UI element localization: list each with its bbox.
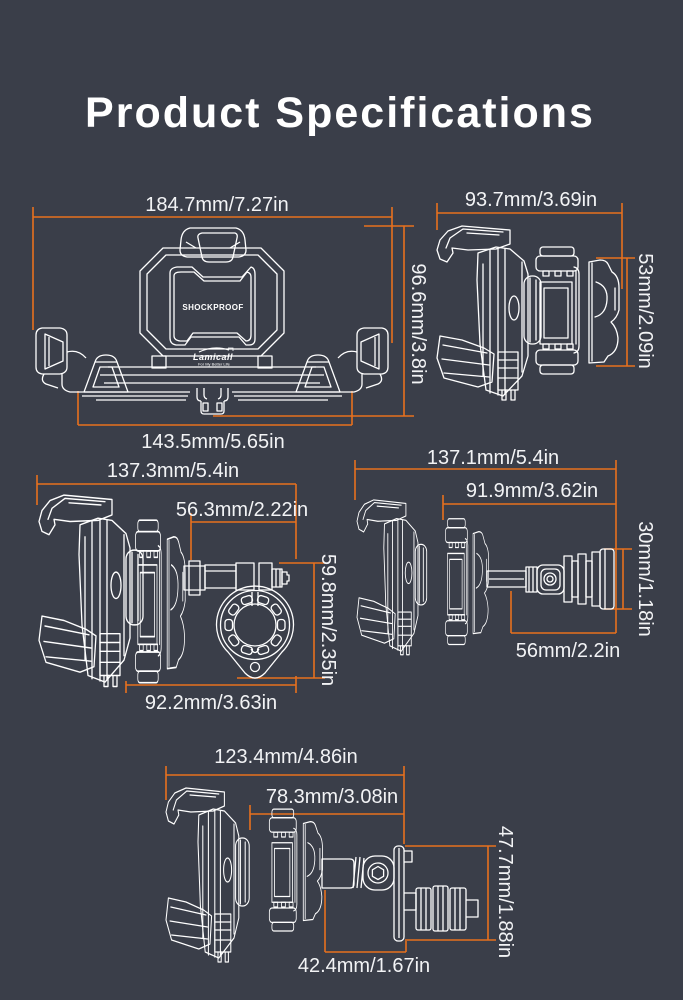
svg-text:92.2mm/3.63in: 92.2mm/3.63in: [145, 692, 277, 714]
svg-text:91.9mm/3.62in: 91.9mm/3.62in: [466, 480, 598, 502]
svg-text:78.3mm/3.08in: 78.3mm/3.08in: [266, 786, 398, 808]
svg-text:56mm/2.2in: 56mm/2.2in: [516, 640, 621, 662]
svg-text:Product Specifications: Product Specifications: [85, 89, 595, 137]
svg-text:30mm/1.18in: 30mm/1.18in: [634, 521, 656, 637]
svg-text:Lamicall: Lamicall: [193, 352, 233, 362]
svg-text:137.3mm/5.4in: 137.3mm/5.4in: [107, 460, 239, 482]
svg-text:SHOCKPROOF: SHOCKPROOF: [182, 303, 243, 312]
svg-text:96.6mm/3.8in: 96.6mm/3.8in: [407, 263, 429, 384]
svg-text:53mm/2.09in: 53mm/2.09in: [634, 253, 656, 369]
svg-text:143.5mm/5.65in: 143.5mm/5.65in: [141, 431, 284, 453]
svg-text:184.7mm/7.27in: 184.7mm/7.27in: [145, 194, 288, 216]
svg-text:59.8mm/2.35in: 59.8mm/2.35in: [317, 554, 339, 686]
svg-text:42.4mm/1.67in: 42.4mm/1.67in: [298, 955, 430, 977]
svg-text:137.1mm/5.4in: 137.1mm/5.4in: [427, 447, 559, 469]
svg-text:For My Better Life: For My Better Life: [198, 362, 231, 367]
svg-text:123.4mm/4.86in: 123.4mm/4.86in: [214, 746, 357, 768]
svg-text:93.7mm/3.69in: 93.7mm/3.69in: [465, 189, 597, 211]
svg-text:47.7mm/1.88in: 47.7mm/1.88in: [494, 826, 516, 958]
svg-text:56.3mm/2.22in: 56.3mm/2.22in: [176, 499, 308, 521]
